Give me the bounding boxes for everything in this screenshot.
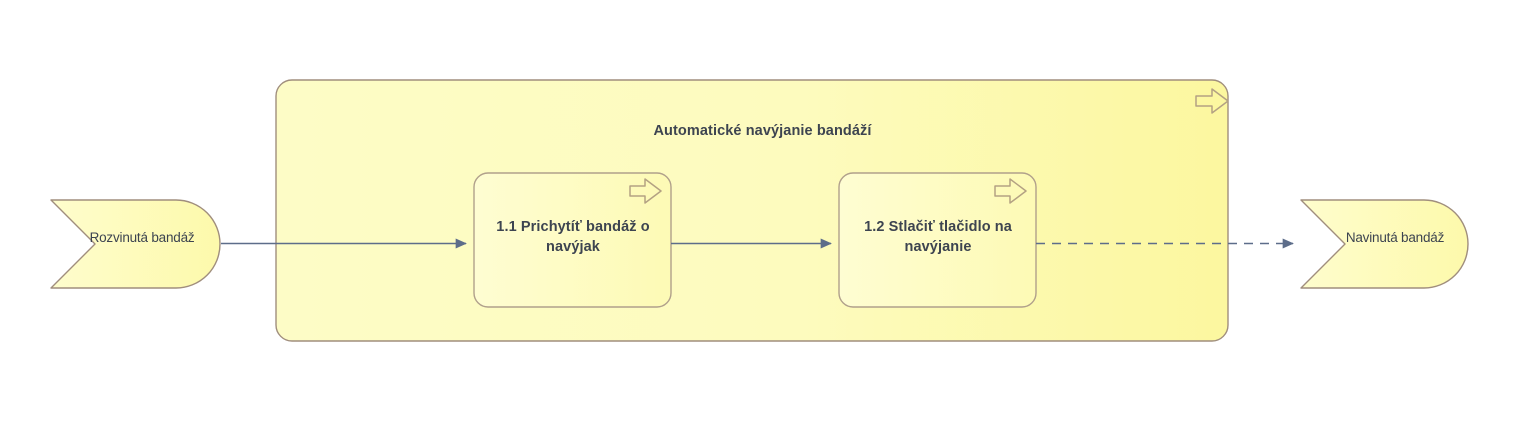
- sub-process-arrow-icon: [1195, 88, 1229, 114]
- task-1-box[interactable]: [473, 172, 672, 308]
- group-container-body: [275, 79, 1229, 342]
- task-2-body: [838, 172, 1037, 308]
- input-shape[interactable]: [50, 199, 221, 289]
- sub-process-arrow-icon: [629, 178, 662, 204]
- input-shape-body: [50, 199, 221, 289]
- output-shape-body: [1300, 199, 1469, 289]
- task-2-box[interactable]: [838, 172, 1037, 308]
- group-container[interactable]: [275, 79, 1229, 342]
- output-shape[interactable]: [1300, 199, 1469, 289]
- sub-process-arrow-icon: [994, 178, 1027, 204]
- task-1-body: [473, 172, 672, 308]
